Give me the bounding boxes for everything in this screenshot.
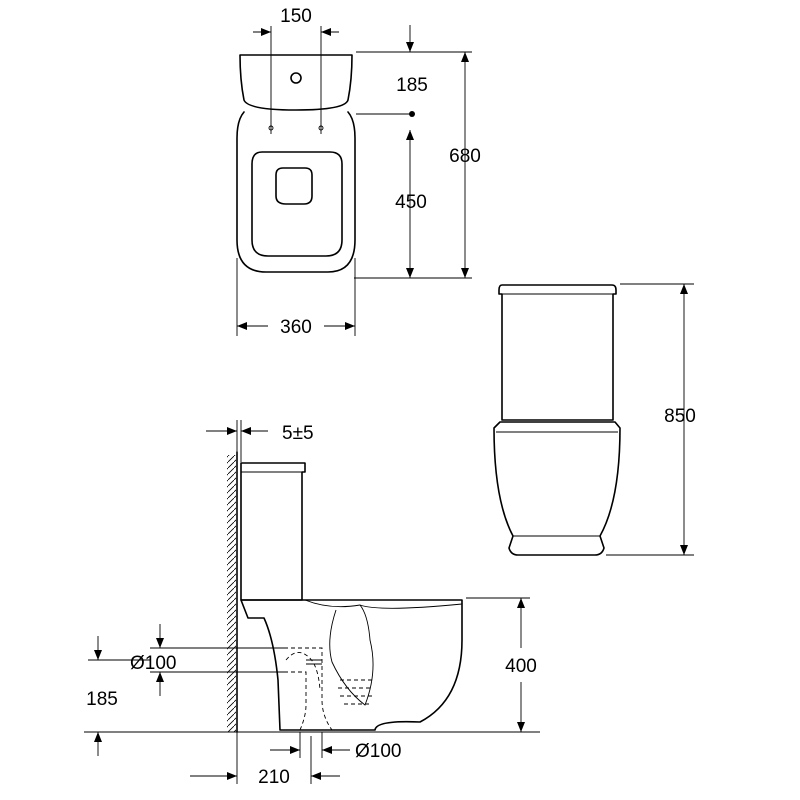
dim-850: 850	[606, 283, 696, 556]
dim-150: 150	[253, 6, 339, 122]
dim-5-5: 5±5	[206, 420, 314, 462]
top-view: 150 185 450 680	[236, 6, 481, 338]
label-d100-floor: Ø100	[355, 741, 401, 762]
dim-d100-pipe: Ø100	[130, 624, 284, 696]
wall-hatch	[227, 455, 236, 732]
top-fixing-points	[268, 122, 324, 134]
top-bowl-outline	[236, 111, 356, 273]
label-d100-pipe: Ø100	[130, 653, 176, 674]
side-waste-pipe	[284, 647, 333, 731]
label-400: 400	[505, 656, 537, 677]
label-680: 680	[449, 146, 481, 167]
dim-d100-floor: Ø100	[270, 732, 401, 762]
label-5-5: 5±5	[282, 423, 314, 444]
dim-210: 210	[190, 732, 340, 788]
top-flush-button	[290, 72, 302, 84]
label-450: 450	[395, 192, 427, 213]
top-cistern-outline	[239, 54, 353, 111]
label-185-top: 185	[396, 75, 428, 96]
dim-185-side: 185	[86, 636, 150, 756]
label-185-side: 185	[86, 689, 118, 710]
top-water-outline	[275, 167, 313, 205]
front-view: 850	[493, 283, 696, 556]
label-210: 210	[258, 767, 290, 788]
label-850: 850	[664, 406, 696, 427]
front-bowl-outline	[493, 421, 621, 556]
side-view: 5±5 Ø100 185 400	[84, 420, 540, 788]
dim-680: 680	[449, 52, 481, 278]
side-bowl-outline	[240, 599, 463, 731]
dim-185-top: 185	[396, 25, 428, 278]
label-360: 360	[280, 317, 312, 338]
front-cistern-outline	[498, 284, 617, 421]
top-seat-outline	[251, 151, 343, 257]
side-trapway	[329, 604, 374, 706]
dim-400: 400	[466, 597, 537, 732]
label-150: 150	[280, 6, 312, 27]
side-cistern-outline	[240, 462, 306, 601]
dim-360: 360	[236, 258, 356, 338]
